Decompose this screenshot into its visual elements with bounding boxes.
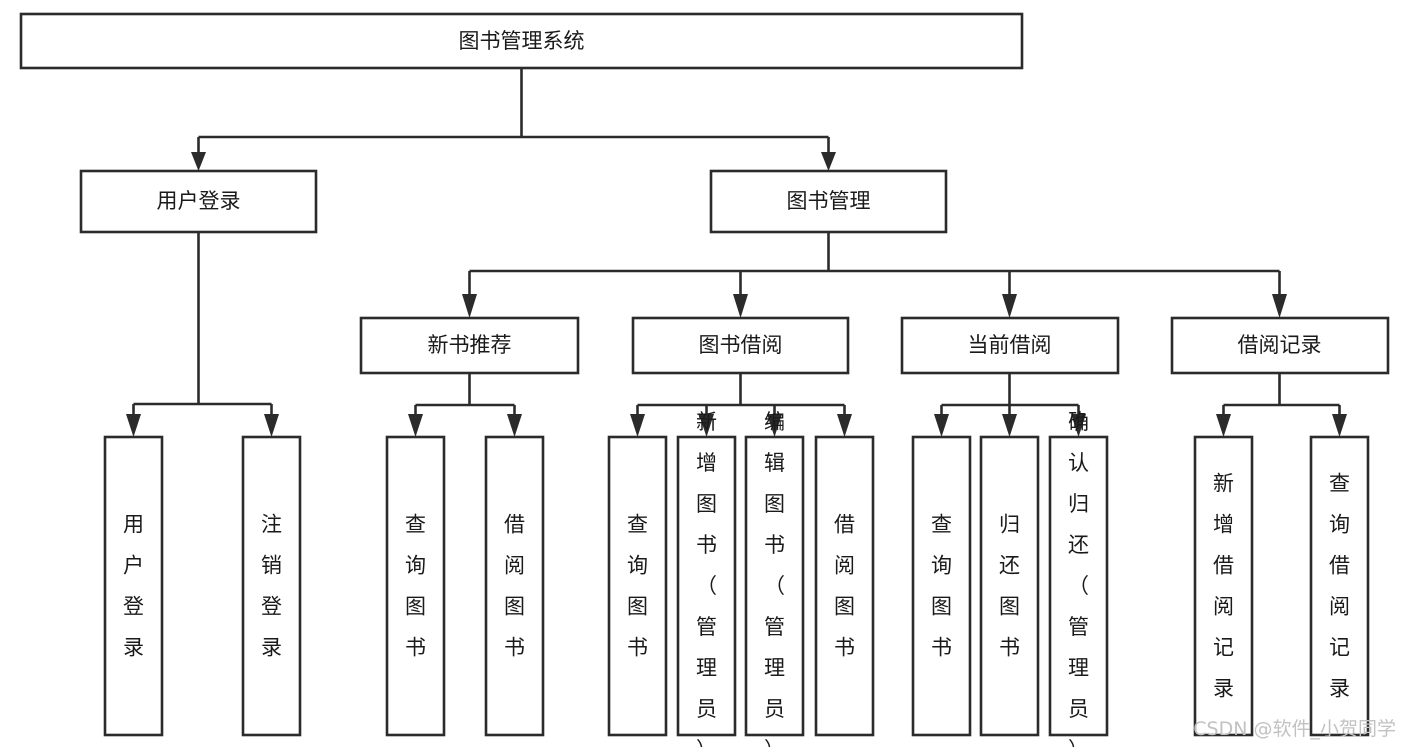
arrow-head-current-borrow <box>1002 294 1017 318</box>
leaf-edit-book-label: 编辑图书（管理员） <box>764 410 785 747</box>
arrow-head-leaf-borrow-book-2 <box>837 414 852 437</box>
arrow-head-leaf-query-book-2 <box>630 414 645 437</box>
leaf-add-book-box[interactable] <box>676 435 737 737</box>
arrow-head-leaf-query-book-3 <box>934 414 949 437</box>
leaf-layer: 用户登录 注销登录 查询图书 借阅图书 查询图书 新 <box>103 410 1370 747</box>
arrow-head-leaf-user-login <box>126 414 141 437</box>
leaf-user-login-label: 用户登录 <box>123 513 144 660</box>
node-current-borrow[interactable]: 当前借阅 <box>900 316 1120 375</box>
leaf-node-leaf-query-book-3[interactable]: 查询图书 <box>911 435 972 737</box>
arrow-head-leaf-query-record <box>1332 414 1347 437</box>
arrow-head-leaf-query-book-1 <box>408 414 423 437</box>
leaf-node-leaf-confirm-return[interactable]: 确认归还（管理员） <box>1048 410 1109 747</box>
node-new-book-recommend-label: 新书推荐 <box>428 333 512 357</box>
node-root[interactable]: 图书管理系统 <box>19 12 1024 70</box>
node-book-manage-label: 图书管理 <box>787 189 871 213</box>
arrow-head-leaf-confirm-return <box>1071 414 1086 437</box>
arrow-head-leaf-return-book <box>1002 414 1017 437</box>
leaf-node-leaf-query-book-1[interactable]: 查询图书 <box>385 435 446 737</box>
connector-layer <box>126 68 1347 437</box>
leaf-return-book-box[interactable] <box>979 435 1040 737</box>
arrow-head-leaf-add-book <box>699 414 714 437</box>
leaf-query-book-3-label: 查询图书 <box>931 513 952 660</box>
leaf-node-leaf-query-book-2[interactable]: 查询图书 <box>607 435 668 737</box>
node-book-borrow-box[interactable] <box>631 316 850 375</box>
leaf-node-leaf-query-record[interactable]: 查询借阅记录 <box>1309 435 1370 737</box>
leaf-node-leaf-add-book[interactable]: 新增图书（管理员） <box>676 410 737 747</box>
leaf-query-book-2-box[interactable] <box>607 435 668 737</box>
arrow-head-book-borrow <box>733 294 748 318</box>
arrow-head-user-login <box>191 152 206 171</box>
node-new-book-recommend-box[interactable] <box>359 316 580 375</box>
node-borrow-record[interactable]: 借阅记录 <box>1170 316 1390 375</box>
node-user-login-label: 用户登录 <box>157 189 241 213</box>
arrow-head-book-manage <box>821 152 836 171</box>
arrow-head-borrow-record <box>1272 294 1287 318</box>
node-user-login-box[interactable] <box>79 169 318 234</box>
node-borrow-record-box[interactable] <box>1170 316 1390 375</box>
node-current-borrow-box[interactable] <box>900 316 1120 375</box>
leaf-query-book-3-box[interactable] <box>911 435 972 737</box>
leaf-confirm-return-label: 确认归还（管理员） <box>1068 410 1089 747</box>
leaf-add-book-label: 新增图书（管理员） <box>696 410 717 747</box>
node-borrow-record-label: 借阅记录 <box>1238 333 1322 357</box>
leaf-logout-login-label: 注销登录 <box>261 513 282 660</box>
leaf-edit-book-box[interactable] <box>744 435 805 737</box>
node-root-label: 图书管理系统 <box>459 29 585 53</box>
watermark-label: CSDN @软件_小贺同学 <box>1193 718 1396 740</box>
leaf-query-record-label: 查询借阅记录 <box>1329 472 1350 701</box>
leaf-query-book-1-label: 查询图书 <box>405 513 426 660</box>
leaf-query-book-1-box[interactable] <box>385 435 446 737</box>
leaf-node-leaf-edit-book[interactable]: 编辑图书（管理员） <box>744 410 805 747</box>
leaf-logout-login-box[interactable] <box>241 435 302 737</box>
leaf-query-book-2-label: 查询图书 <box>627 513 648 660</box>
leaf-return-book-label: 归还图书 <box>999 513 1020 660</box>
leaf-user-login-box[interactable] <box>103 435 164 737</box>
leaf-node-leaf-borrow-book-2[interactable]: 借阅图书 <box>814 435 875 737</box>
node-book-borrow-label: 图书借阅 <box>699 333 783 357</box>
node-root-box[interactable] <box>19 12 1024 70</box>
arrow-head-leaf-add-record <box>1216 414 1231 437</box>
leaf-borrow-book-1-label: 借阅图书 <box>504 513 525 660</box>
arrow-head-leaf-borrow-book-1 <box>507 414 522 437</box>
leaf-borrow-book-2-box[interactable] <box>814 435 875 737</box>
arrow-head-leaf-logout-login <box>264 414 279 437</box>
leaf-confirm-return-box[interactable] <box>1048 435 1109 737</box>
arrow-head-leaf-edit-book <box>767 414 782 437</box>
leaf-node-leaf-logout-login[interactable]: 注销登录 <box>241 435 302 737</box>
node-book-borrow[interactable]: 图书借阅 <box>631 316 850 375</box>
node-book-manage-box[interactable] <box>709 169 948 234</box>
node-user-login[interactable]: 用户登录 <box>79 169 318 234</box>
leaf-add-record-box[interactable] <box>1193 435 1254 737</box>
leaf-borrow-book-2-label: 借阅图书 <box>834 513 855 660</box>
leaf-node-leaf-return-book[interactable]: 归还图书 <box>979 435 1040 737</box>
leaf-add-record-label: 新增借阅记录 <box>1213 472 1234 701</box>
node-new-book-recommend[interactable]: 新书推荐 <box>359 316 580 375</box>
leaf-node-leaf-user-login[interactable]: 用户登录 <box>103 435 164 737</box>
leaf-borrow-book-1-box[interactable] <box>484 435 545 737</box>
arrow-head-new-book-recommend <box>462 294 477 318</box>
node-book-manage[interactable]: 图书管理 <box>709 169 948 234</box>
leaf-node-leaf-borrow-book-1[interactable]: 借阅图书 <box>484 435 545 737</box>
leaf-node-leaf-add-record[interactable]: 新增借阅记录 <box>1193 435 1254 737</box>
leaf-query-record-box[interactable] <box>1309 435 1370 737</box>
node-current-borrow-label: 当前借阅 <box>968 333 1052 357</box>
